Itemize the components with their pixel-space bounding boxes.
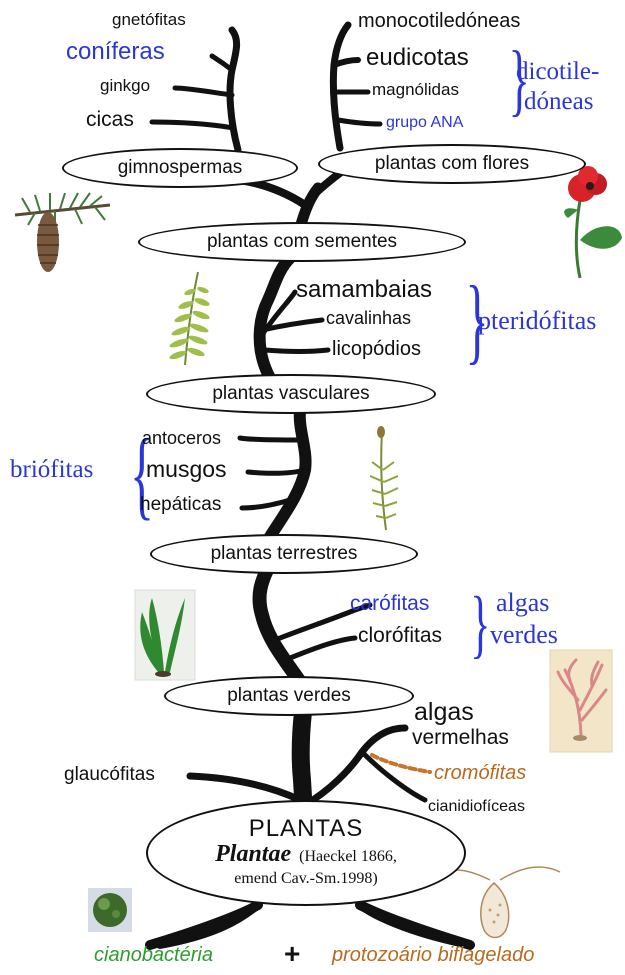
label-dicotiledoneas-2: dóneas	[524, 88, 593, 116]
label-magnolidas: magnólidas	[372, 80, 459, 100]
label-hepaticas: hepáticas	[140, 494, 221, 516]
label-briofitas: briófitas	[10, 456, 93, 484]
cyanobacterium-icon	[88, 888, 132, 932]
label-pteridofitas: pteridófitas	[478, 306, 596, 336]
label-algas-verdes-1: algas	[496, 588, 549, 618]
label-plus: +	[284, 938, 300, 970]
red-alga-icon	[550, 650, 612, 752]
branch-ginkgo	[175, 88, 232, 95]
branch-licopodios	[265, 350, 328, 352]
moss-icon	[370, 426, 398, 530]
label-monocotiledoneas: monocotiledóneas	[358, 10, 520, 33]
root-latin-row: Plantae (Haeckel 1866,	[215, 842, 397, 869]
branch-eudicotas	[334, 60, 358, 65]
root-author-2: emend Cav.-Sm.1998)	[234, 869, 377, 889]
label-cavalinhas: cavalinhas	[326, 308, 411, 329]
branch-clorofitas	[285, 638, 355, 660]
branch-cianidioficeas	[362, 752, 425, 800]
label-antoceros: antoceros	[142, 428, 221, 449]
flagellate-protozoan-icon	[445, 867, 560, 938]
node-gimnospermas: gimnospermas	[62, 148, 298, 188]
label-cianobacteria: cianobactéria	[94, 944, 213, 967]
label-algas-verdes-2: verdes	[490, 620, 558, 650]
label-coniferas: coníferas	[66, 38, 165, 66]
branch-antoceros	[240, 438, 300, 440]
label-eudicotas: eudicotas	[366, 44, 469, 72]
node-plantas-verdes: plantas verdes	[164, 676, 414, 716]
trunk-verdes-terrestres	[260, 568, 300, 682]
poppy-flower-icon	[564, 166, 622, 278]
label-glaucofitas: glaucófitas	[64, 764, 155, 786]
branch-algas-vermelhas	[305, 728, 405, 805]
root-latin: Plantae	[215, 842, 291, 866]
pine-cone-icon	[15, 193, 110, 272]
branch-musgos	[248, 470, 305, 473]
node-root-plantas: PLANTAS Plantae (Haeckel 1866, emend Cav…	[146, 800, 466, 906]
label-ginkgo: ginkgo	[100, 76, 150, 96]
green-alga-icon	[135, 590, 195, 680]
bracket-algas-verdes: }	[470, 586, 490, 662]
label-dicotiledoneas-1: dicotile-	[516, 58, 599, 86]
label-protozoario: protozoário biflagelado	[332, 944, 534, 967]
label-grupo-ana: grupo ANA	[386, 114, 463, 132]
branch-gimno-trunk	[230, 30, 238, 150]
label-algas-vermelhas-1: algas	[414, 698, 474, 727]
root-title: PLANTAS	[249, 816, 364, 842]
label-gnetofitas: gnetófitas	[112, 10, 186, 30]
node-plantas-vasculares: plantas vasculares	[146, 374, 436, 414]
label-carofitas: carófitas	[350, 592, 429, 616]
label-cicas: cicas	[86, 108, 134, 132]
label-licopodios: licopódios	[332, 338, 421, 361]
label-cromofitas: cromófitas	[434, 762, 526, 785]
branch-coniferas	[212, 56, 232, 70]
root-author-1: (Haeckel 1866,	[299, 845, 397, 869]
label-samambaias: samambaias	[296, 276, 432, 304]
label-clorofitas: clorófitas	[358, 624, 442, 648]
branch-glaucofitas	[190, 776, 300, 800]
root-left-branch	[150, 905, 258, 945]
node-plantas-com-flores: plantas com flores	[318, 144, 586, 184]
label-cianidioficeas: cianidiofíceas	[428, 798, 525, 816]
branch-cicas	[152, 122, 234, 128]
fern-frond-icon	[169, 272, 211, 365]
label-musgos: musgos	[146, 456, 227, 483]
node-plantas-terrestres: plantas terrestres	[150, 534, 418, 574]
branch-angio-trunk	[333, 25, 348, 148]
label-algas-vermelhas-2: vermelhas	[412, 726, 509, 750]
node-plantas-com-sementes: plantas com sementes	[138, 222, 466, 262]
branch-grupo-ana	[338, 120, 380, 124]
